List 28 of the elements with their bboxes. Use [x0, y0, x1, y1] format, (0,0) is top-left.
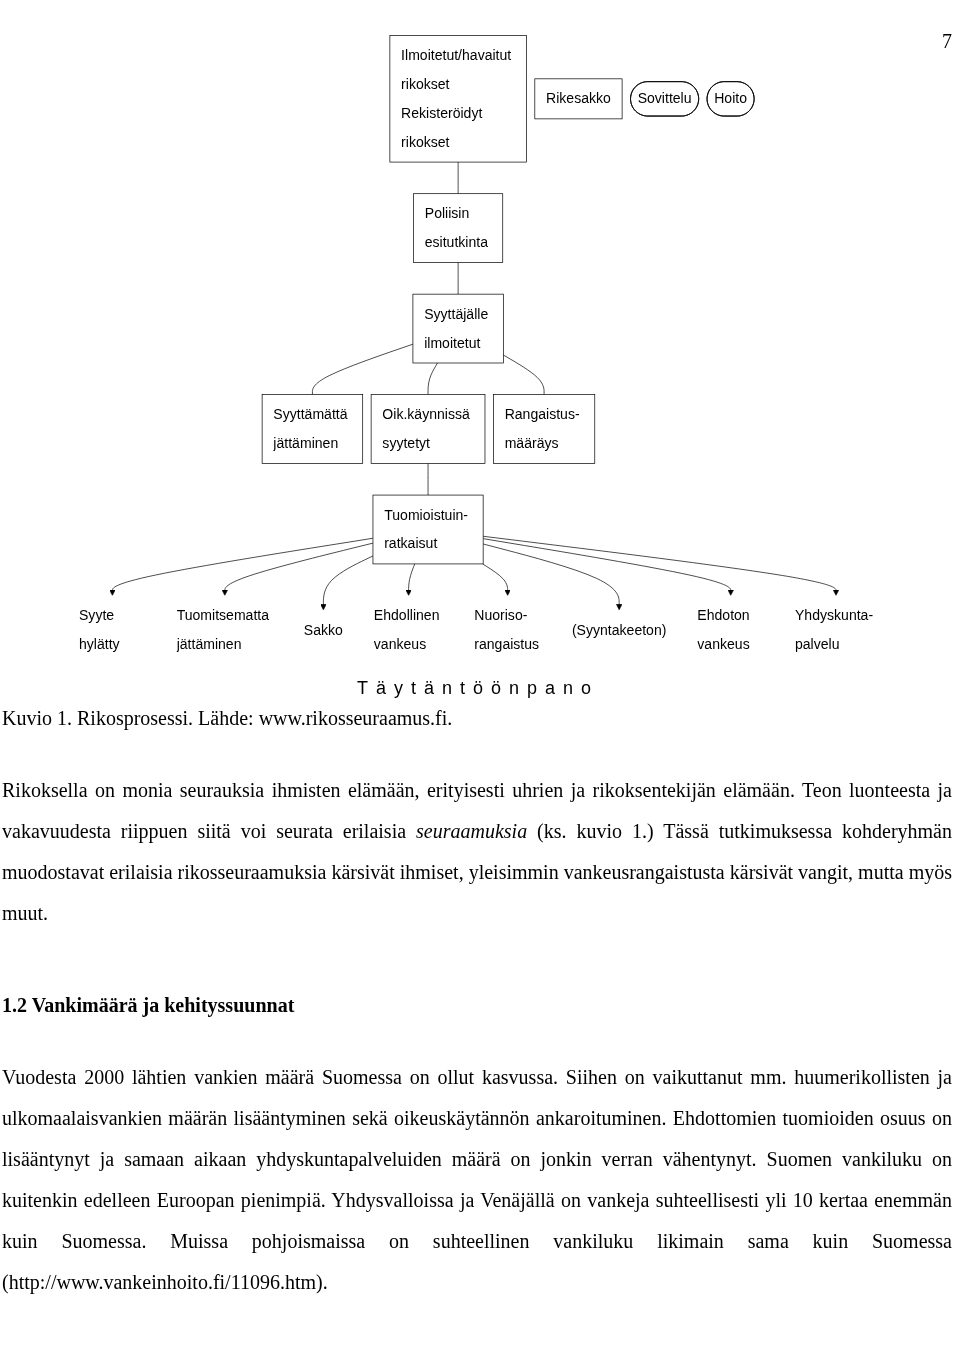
page-number: 7	[942, 30, 952, 53]
node-box: Rangaistus- määräys	[493, 394, 596, 464]
node-text: (Syyntakeeton)	[571, 621, 667, 638]
node-text: Ehdoton vankeus	[697, 607, 750, 652]
stage-label: Täytäntöönpano	[355, 678, 601, 699]
section-heading: 1.2 Vankimäärä ja kehityssuunnat	[2, 994, 296, 1017]
connector	[503, 354, 545, 395]
node-box: Syyttäjälle ilmoitetut	[412, 293, 504, 364]
connector	[427, 362, 438, 395]
node-box: Ilmoitetut/havaitut rikokset Rekisteröidyt rikokset	[389, 35, 527, 163]
node-box: Oik.käynnissä syytetyt	[370, 394, 486, 464]
node-text: Syyte hylätty	[79, 607, 120, 652]
connector	[312, 343, 414, 395]
connector	[457, 262, 459, 295]
connector	[427, 463, 429, 496]
node-text: Ehdollinen vankeus	[373, 607, 440, 652]
body-paragraph: Vuodesta 2000 lähtien vankien määrä Suomessa on ollut kasvussa. Siihen on vaikuttanut mm. huumerikollisten ja ulkomaalaisvankien määrän lisääntyminen sekä oikeuskäytännön ankaroituminen. Ehdottomien tuomioiden osuus on lisääntynyt ja samaan aikaan yhdyskuntapalveluiden määrä on jonkin verran vähentynyt. Suomen vankiluku on kuitenkin edelleen Euroopan pienimpiä. Yhdysvalloissa ja Venäjällä on vankeja suhteellisesti yli 10 kertaa enemmän kuin Suomessa. Muissa pohjoismaissa on suhteellinen vankiluku likimain sama kuin Suomessa (http://www.vankeinhoito.fi/11096.htm).	[2, 1065, 952, 1296]
node-box: Rikesakko	[534, 78, 623, 120]
node-text: Yhdyskunta- palvelu	[794, 607, 874, 652]
node-text: Nuoriso- rangaistus	[474, 607, 540, 652]
body-paragraph: Rikoksella on monia seurauksia ihmisten elämään, erityisesti uhrien ja rikoksentekijän elämään. Teon luonteesta ja vakavuudesta riippuen siitä voi seurata erilaisia seuraamuksia (ks. kuvio 1.) Tässä tutkimuksessa kohderyhmän muodostavat erilaisia rikosseuraamuksia kärsivät ihmiset, yleisimmin vankeusrangaistusta kärsivät vangit, mutta myös muut.	[2, 778, 952, 926]
figure-caption: Kuvio 1. Rikosprosessi. Lähde: www.rikosseuraamus.fi.	[2, 707, 454, 730]
connector	[457, 161, 459, 195]
node-text: Sakko	[303, 621, 343, 638]
node-box: Tuomioistuin- ratkaisut	[372, 494, 484, 565]
node-text: Tuomitsematta jättäminen	[176, 607, 270, 652]
node-box: Syyttämättä jättäminen	[261, 394, 364, 464]
node-box: Poliisin esitutkinta	[413, 193, 504, 263]
